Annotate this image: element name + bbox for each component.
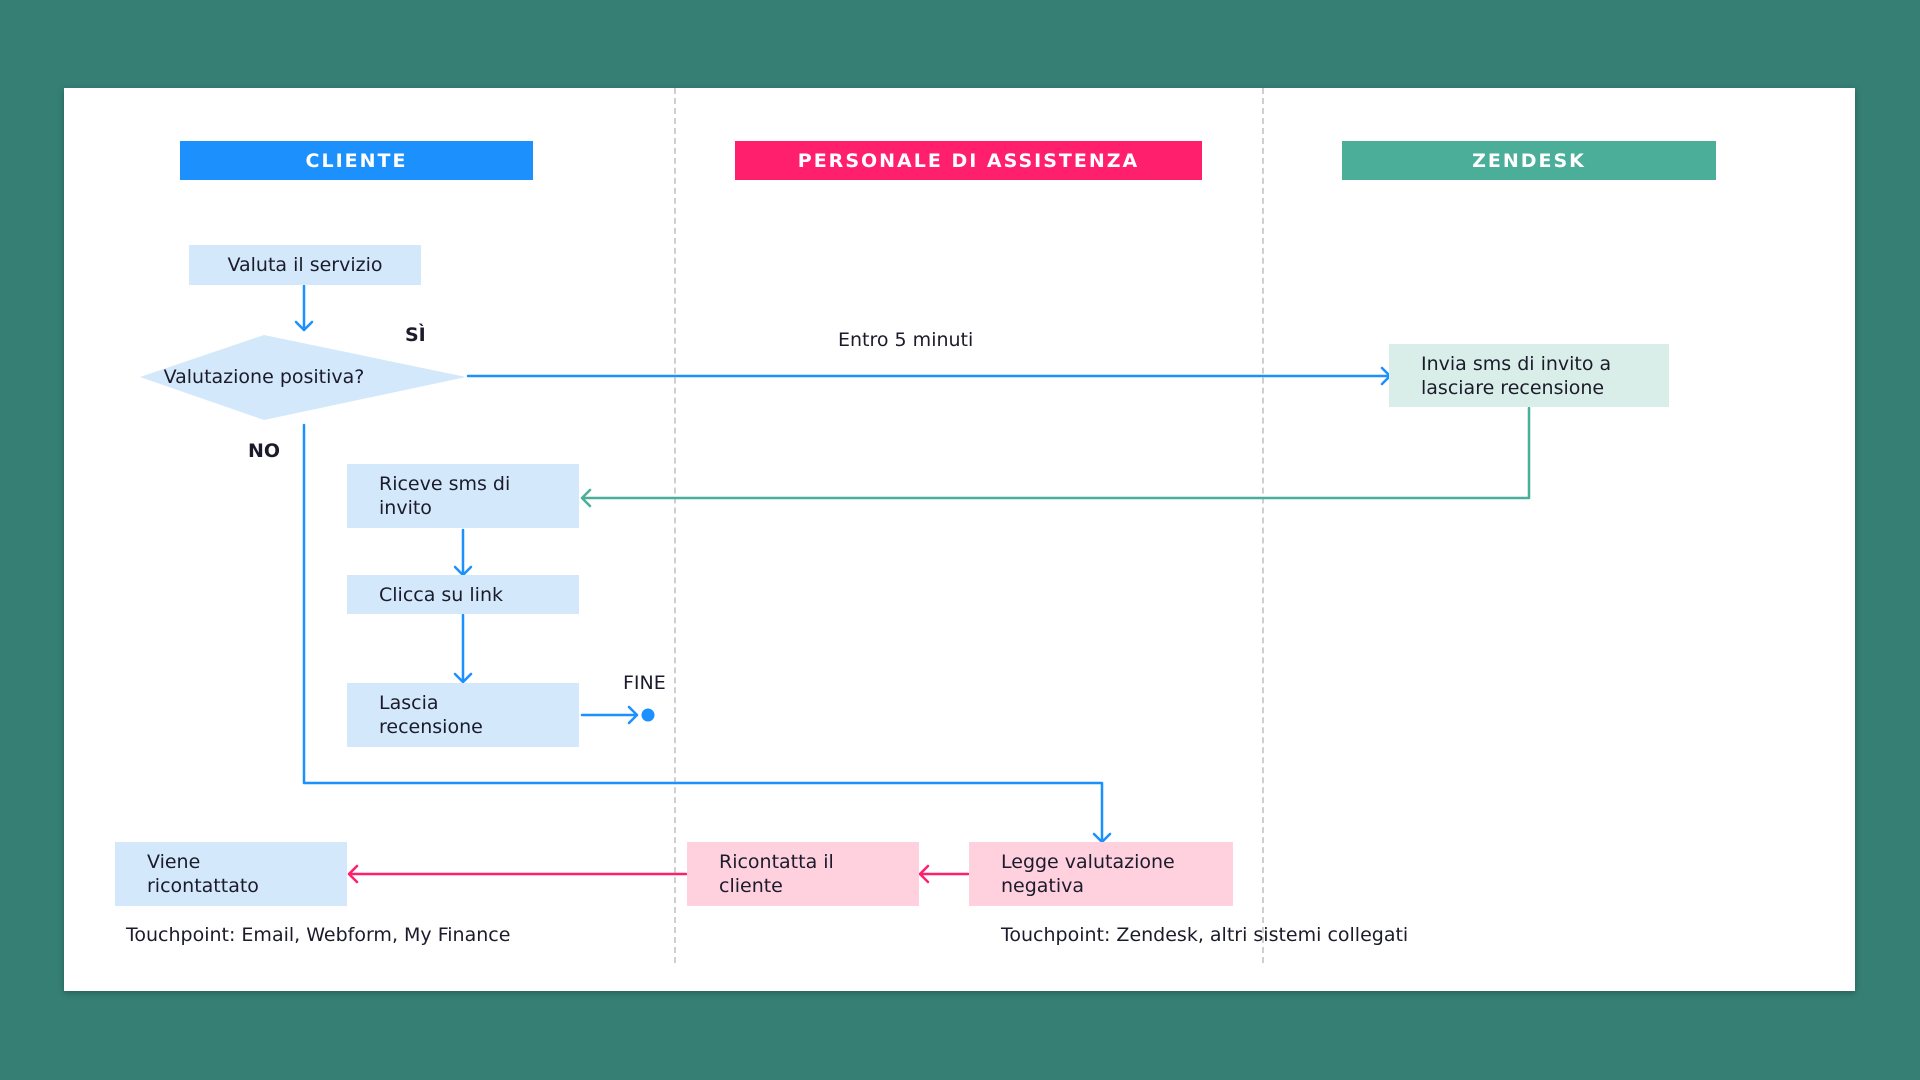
node-valuta-servizio: Valuta il servizio <box>189 245 421 285</box>
arrow-lascia-to-fine <box>580 705 639 725</box>
node-riceve-sms: Riceve sms di invito <box>347 464 579 528</box>
node-clicca-link: Clicca su link <box>347 575 579 614</box>
node-riceve-sms-label: Riceve sms di invito <box>379 473 511 519</box>
touchpoint-cliente: Touchpoint: Email, Webform, My Finance <box>126 924 511 946</box>
node-lascia-recensione: Lascia recensione <box>347 683 579 747</box>
lane-divider-right <box>1262 88 1264 963</box>
lane-header-personale: PERSONALE DI ASSISTENZA <box>735 141 1202 180</box>
node-invia-sms-label: Invia sms di invito a lasciare recension… <box>1421 352 1612 399</box>
arrow-valuta-to-decisione <box>294 284 314 332</box>
arrow-clicca-to-lascia <box>453 613 473 684</box>
timing-label: Entro 5 minuti <box>838 329 974 351</box>
node-legge-valutazione: Legge valutazione negativa <box>969 842 1233 906</box>
decision-label: Valutazione positiva? <box>163 366 365 388</box>
diagram-card: CLIENTE PERSONALE DI ASSISTENZA ZENDESK <box>64 88 1855 991</box>
decision-diamond <box>140 335 466 420</box>
end-label: FINE <box>623 672 666 694</box>
touchpoint-zendesk: Touchpoint: Zendesk, altri sistemi colle… <box>1001 924 1409 946</box>
lane-divider-left <box>674 88 676 963</box>
lane-header-zendesk: ZENDESK <box>1342 141 1716 180</box>
node-valuta-servizio-label: Valuta il servizio <box>227 254 383 276</box>
flow-connectors <box>140 284 1531 884</box>
node-invia-sms: Invia sms di invito a lasciare recension… <box>1389 344 1669 407</box>
node-viene-ricontattato: Viene ricontattato <box>115 842 347 906</box>
node-ricontatta-cliente-label: Ricontatta il cliente <box>719 851 834 897</box>
fine-dot <box>641 708 655 722</box>
arrow-si-to-invia-sms <box>466 366 1392 386</box>
arrow-ricontatta-to-viene <box>347 864 688 884</box>
branch-label-si: SÌ <box>405 324 426 346</box>
branch-label-no: NO <box>248 440 281 462</box>
node-ricontatta-cliente: Ricontatta il cliente <box>687 842 919 906</box>
node-clicca-link-label: Clicca su link <box>379 583 503 606</box>
node-legge-valutazione-label: Legge valutazione negativa <box>1001 851 1175 897</box>
arrow-invia-to-riceve <box>580 406 1531 508</box>
node-lascia-recensione-label: Lascia recensione <box>379 692 483 738</box>
lane-header-cliente: CLIENTE <box>180 141 533 180</box>
node-viene-ricontattato-label: Viene ricontattato <box>147 851 259 897</box>
arrow-legge-to-ricontatta <box>918 864 970 884</box>
arrow-riceve-to-clicca <box>453 528 473 577</box>
